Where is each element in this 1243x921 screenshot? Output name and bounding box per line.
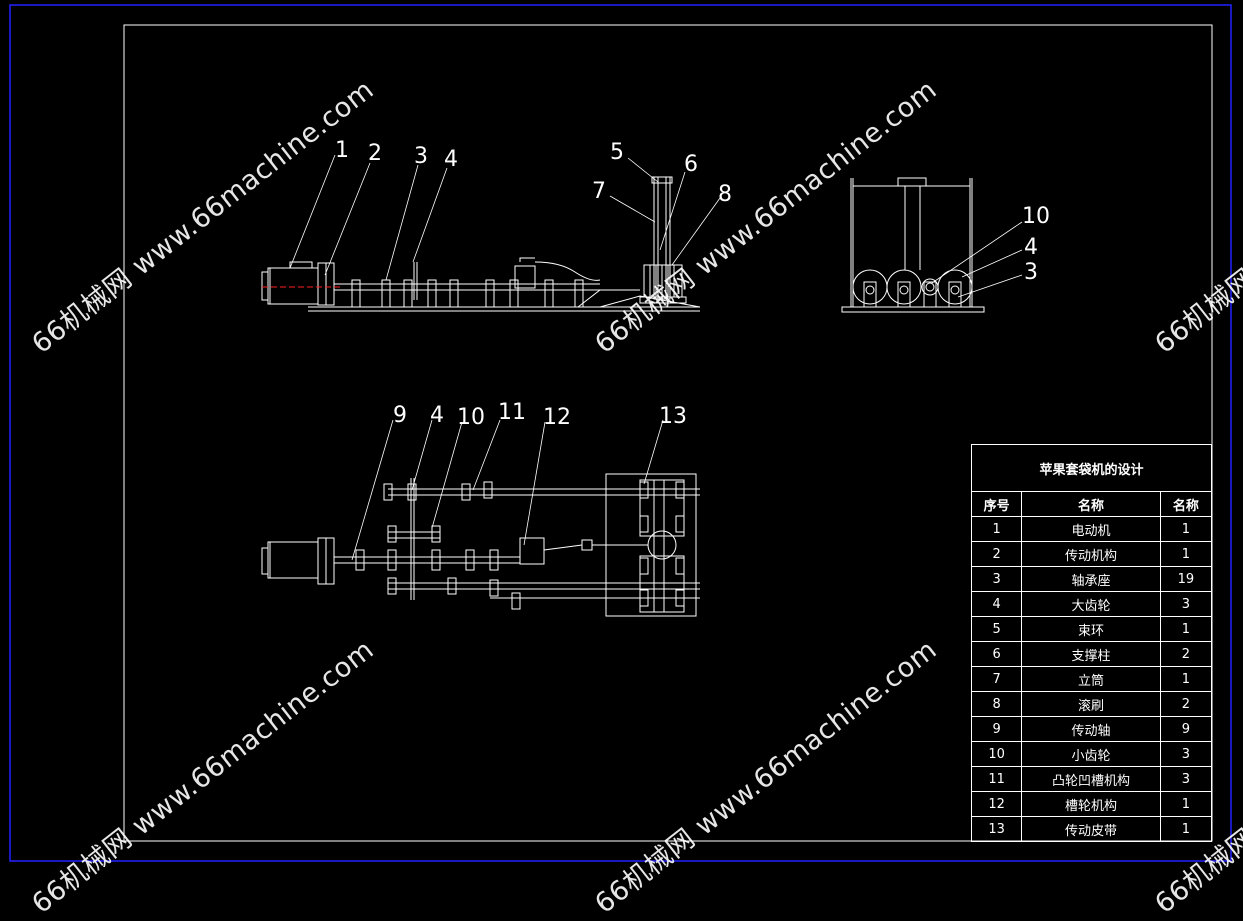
bom-cell-name: 凸轮凹槽机构 (1021, 766, 1161, 792)
bom-cell-index: 11 (970, 766, 1023, 792)
callout-side-10: 10 (1022, 204, 1050, 229)
bom-cell-index: 3 (970, 566, 1023, 592)
bom-cell-name: 束环 (1021, 616, 1161, 642)
callout-8: 8 (718, 182, 732, 207)
bom-cell-qty: 3 (1159, 741, 1213, 767)
side-view-leaders (931, 221, 1023, 298)
top-view-leaders (351, 419, 664, 561)
bom-cell-name: 槽轮机构 (1021, 791, 1161, 817)
bom-cell-name: 轴承座 (1021, 566, 1161, 592)
bom-cell-qty: 1 (1159, 616, 1213, 642)
bom-cell-index: 10 (970, 741, 1023, 767)
bom-cell-qty: 1 (1159, 516, 1213, 542)
bom-cell-qty: 9 (1159, 716, 1213, 742)
cad-drawing: 1 2 3 4 5 6 7 8 10 4 3 9 4 10 11 12 13 (9, 4, 1232, 862)
bom-cell-index: 6 (970, 641, 1023, 667)
bom-cell-name: 传动轴 (1021, 716, 1161, 742)
bom-cell-qty: 3 (1159, 591, 1213, 617)
bom-header-qty: 名称 (1159, 491, 1213, 517)
callout-6: 6 (684, 152, 698, 177)
bom-cell-qty: 2 (1159, 691, 1213, 717)
bom-cell-name: 传动机构 (1021, 541, 1161, 567)
bom-cell-index: 7 (970, 666, 1023, 692)
callout-5: 5 (610, 140, 624, 165)
front-view (261, 176, 701, 312)
bom-cell-name: 小齿轮 (1021, 741, 1161, 767)
callout-side-3: 3 (1024, 260, 1038, 285)
bom-cell-qty: 1 (1159, 791, 1213, 817)
bom-header-name: 名称 (1021, 491, 1161, 517)
bom-cell-index: 5 (970, 616, 1023, 642)
callout-7: 7 (592, 179, 606, 204)
bom-cell-name: 电动机 (1021, 516, 1161, 542)
bom-cell-qty: 2 (1159, 641, 1213, 667)
callout-side-4: 4 (1024, 235, 1038, 260)
callout-top-10: 10 (457, 405, 485, 430)
bom-cell-name: 立筒 (1021, 666, 1161, 692)
bom-cell-index: 13 (970, 816, 1023, 842)
callout-3: 3 (414, 144, 428, 169)
callout-11: 11 (498, 400, 526, 425)
callout-2: 2 (368, 141, 382, 166)
callout-12: 12 (543, 405, 571, 430)
top-view (261, 473, 700, 617)
bom-cell-index: 8 (970, 691, 1023, 717)
callout-13: 13 (659, 404, 687, 429)
callout-1: 1 (335, 138, 349, 163)
outer-sheet-border (9, 4, 1232, 862)
bom-cell-index: 4 (970, 591, 1023, 617)
callout-top-4: 4 (430, 403, 444, 428)
bom-cell-name: 支撑柱 (1021, 641, 1161, 667)
side-view (841, 177, 985, 313)
bom-cell-index: 12 (970, 791, 1023, 817)
bom-cell-qty: 3 (1159, 766, 1213, 792)
bom-cell-qty: 1 (1159, 666, 1213, 692)
callout-4: 4 (444, 147, 458, 172)
bom-cell-qty: 19 (1159, 566, 1213, 592)
bom-cell-qty: 1 (1159, 541, 1213, 567)
bom-cell-qty: 1 (1159, 816, 1213, 842)
bom-cell-name: 滚刷 (1021, 691, 1161, 717)
bom-cell-index: 9 (970, 716, 1023, 742)
bom-cell-index: 2 (970, 541, 1023, 567)
front-view-leaders (289, 154, 721, 281)
bom-cell-index: 1 (970, 516, 1023, 542)
bom-cell-name: 传动皮带 (1021, 816, 1161, 842)
callout-9: 9 (393, 403, 407, 428)
inner-frame-border (123, 24, 1213, 842)
bom-title: 苹果套袋机的设计 (971, 444, 1212, 492)
bom-header-index: 序号 (970, 491, 1023, 517)
bom-cell-name: 大齿轮 (1021, 591, 1161, 617)
